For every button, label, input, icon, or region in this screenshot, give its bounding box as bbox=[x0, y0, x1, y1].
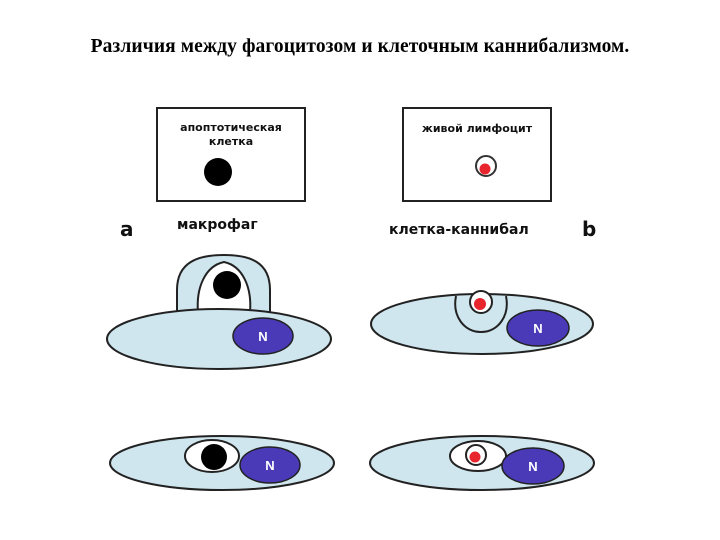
engulfed-apoptotic-cell bbox=[213, 271, 241, 299]
macrophage-nucleus-label: N bbox=[258, 329, 267, 344]
apoptotic-cell bbox=[204, 158, 232, 186]
apoptotic-cell-label-line2: клетка bbox=[209, 135, 253, 148]
macrophage-body bbox=[106, 308, 332, 370]
macrophage-nucleus-2 bbox=[239, 446, 301, 484]
internalized-apoptotic-cell bbox=[201, 444, 227, 470]
macrophage-nucleus-label-2: N bbox=[265, 458, 274, 473]
entering-lymphocyte-core bbox=[474, 298, 486, 310]
cannibal-nucleus bbox=[506, 309, 570, 347]
apoptotic-cell-label-line1: апоптотическая bbox=[180, 121, 282, 134]
apoptotic-cell-box: апоптотическая клетка bbox=[156, 107, 306, 202]
cannibal-cell-entry: N bbox=[370, 290, 594, 355]
lymphocyte-box: живой лимфоцит bbox=[402, 107, 552, 202]
cannibal-cell-label: клетка-каннибал bbox=[389, 222, 529, 238]
cannibal-nucleus-2 bbox=[501, 447, 565, 485]
slide-title: Различия между фагоцитозом и клеточным к… bbox=[90, 36, 630, 57]
cannibal-nucleus-label: N bbox=[533, 321, 542, 336]
panel-a-letter: a bbox=[120, 217, 134, 241]
panel-b-letter: b bbox=[582, 217, 596, 241]
cannibal-cell-internalized: N bbox=[369, 435, 595, 491]
macrophage-internalized: N bbox=[109, 435, 335, 491]
invagination bbox=[454, 295, 508, 334]
cannibal-nucleus-label-2: N bbox=[528, 459, 537, 474]
lymphocyte-core bbox=[479, 163, 491, 175]
internalized-lymphocyte-core bbox=[469, 451, 481, 463]
macrophage-engulfing: N bbox=[106, 253, 332, 370]
lymphocyte-label: живой лимфоцит bbox=[422, 122, 533, 135]
macrophage-nucleus bbox=[232, 317, 294, 355]
macrophage-label: макрофаг bbox=[177, 217, 258, 233]
